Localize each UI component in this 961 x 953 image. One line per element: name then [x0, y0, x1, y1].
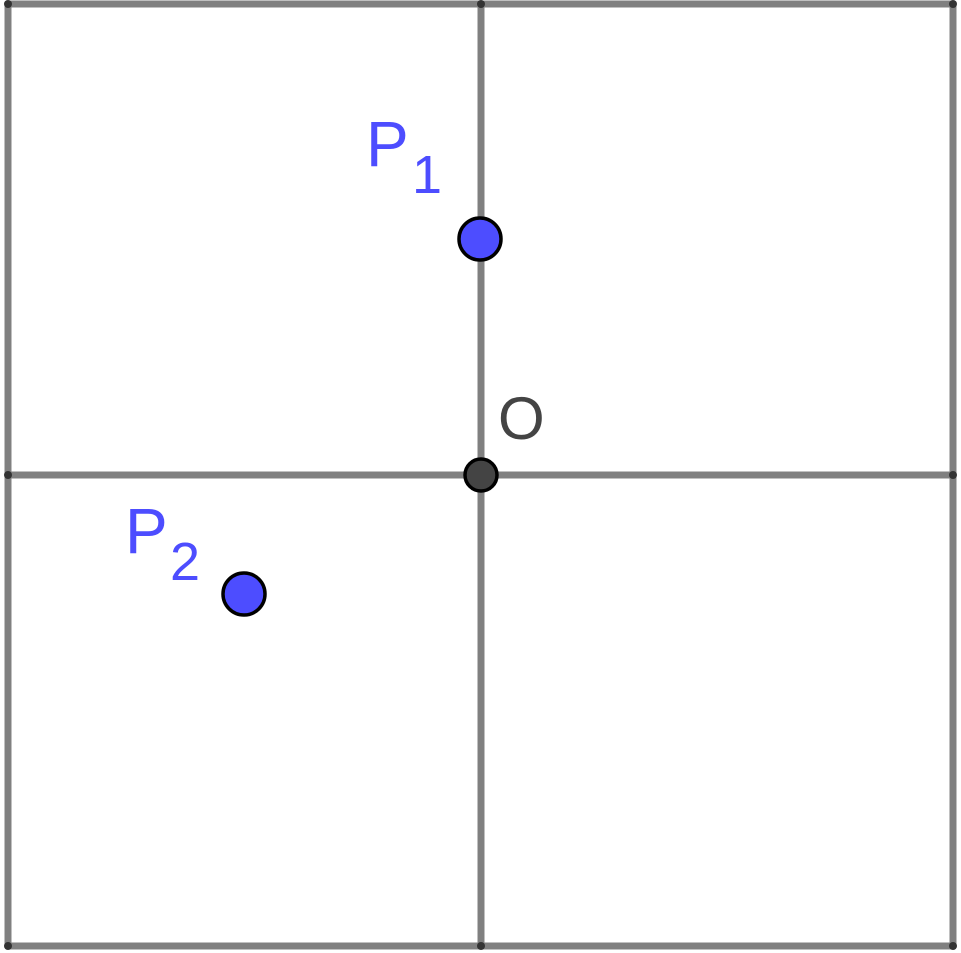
point-p1[interactable] [457, 216, 503, 262]
grid-node [4, 471, 12, 479]
grid-node [477, 942, 485, 950]
point-p1-subscript: 1 [412, 145, 442, 205]
grid-nodes [4, 0, 957, 950]
point-p2-subscript: 2 [170, 532, 200, 592]
point-p2-letter: P [125, 495, 168, 567]
grid-node [949, 942, 957, 950]
grid-node [477, 0, 485, 8]
point-p2-label: P [125, 495, 168, 567]
grid-node [4, 0, 12, 8]
origin-label: O [498, 385, 545, 452]
origin-point[interactable] [463, 457, 499, 493]
point-p2[interactable] [221, 571, 267, 617]
point-p1-label: P [366, 108, 409, 180]
grid-node [4, 942, 12, 950]
grid-node [949, 471, 957, 479]
grid-node [949, 0, 957, 8]
point-p1-letter: P [366, 108, 409, 180]
